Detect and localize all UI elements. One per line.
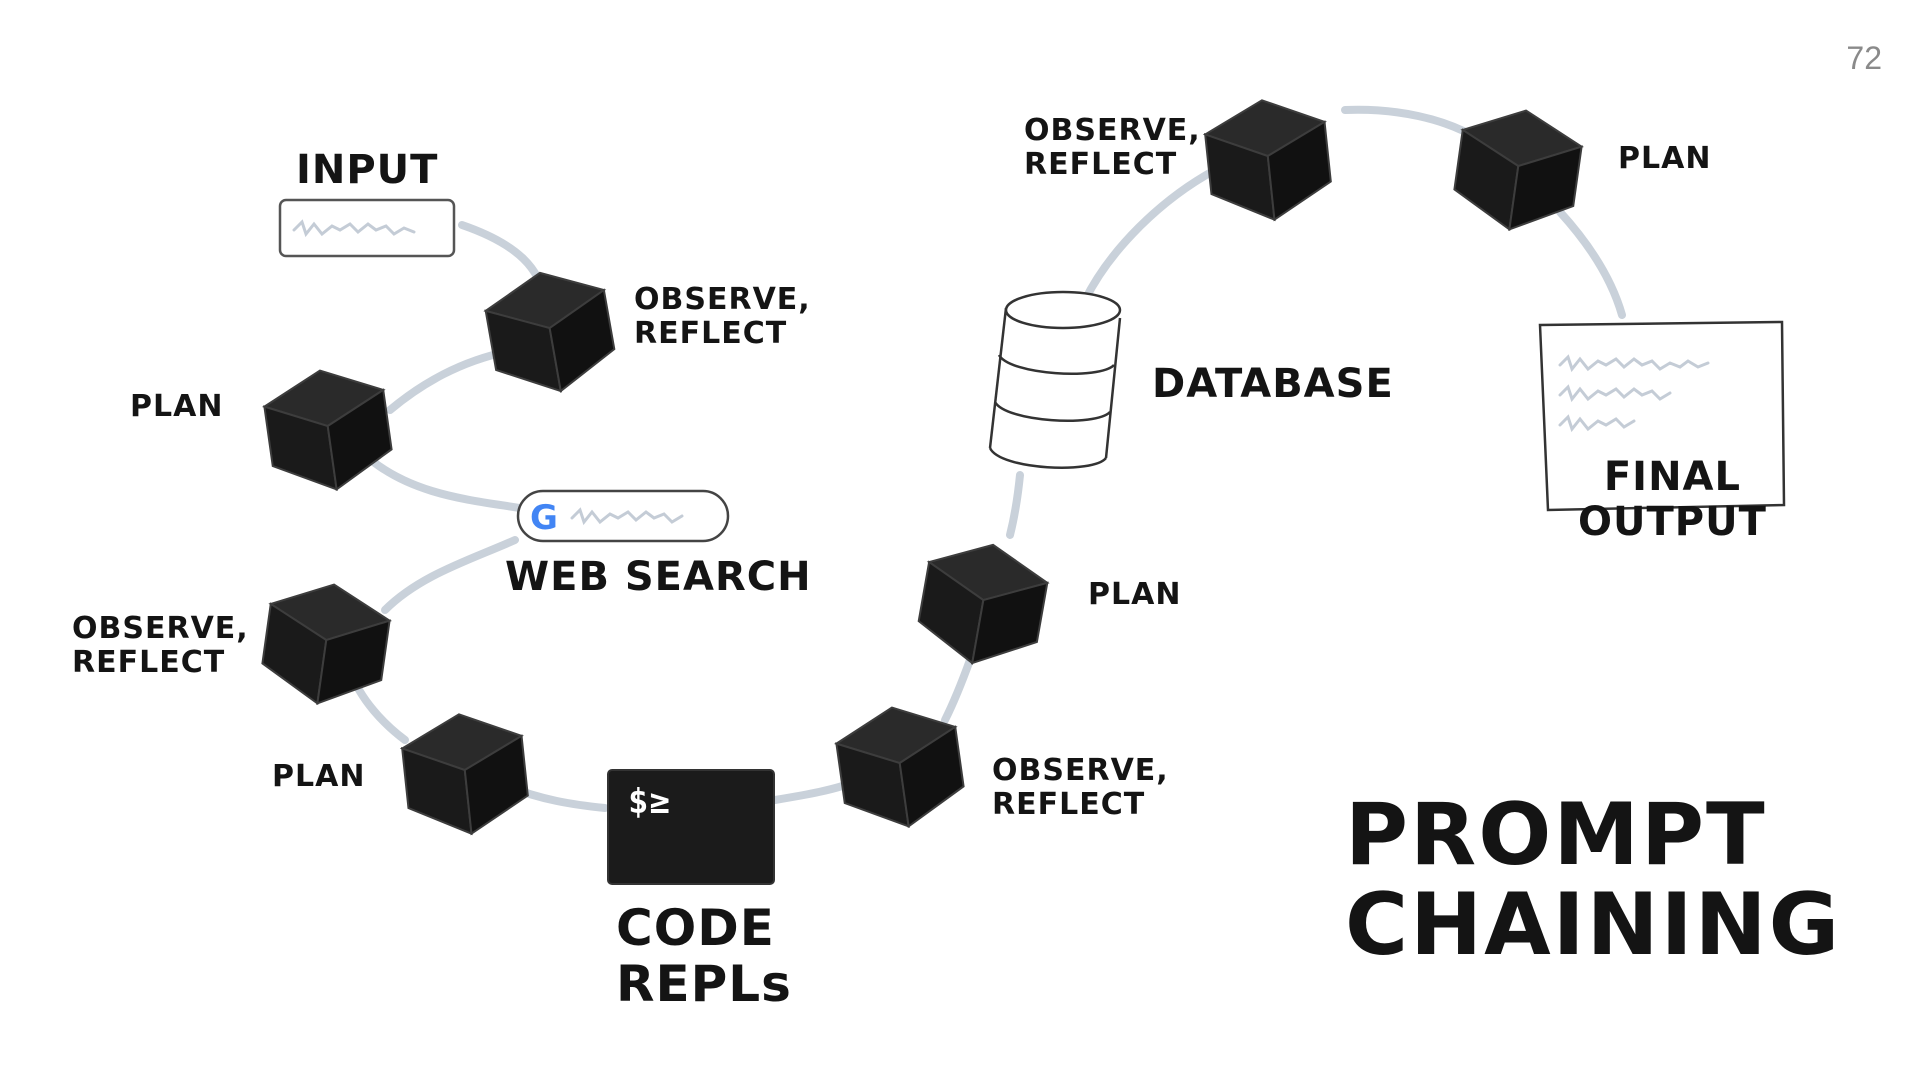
page-number: 72 xyxy=(1846,40,1882,76)
cube-observe-reflect-1 xyxy=(479,261,621,403)
input-box xyxy=(278,198,456,258)
plan-label-4: PLAN xyxy=(1618,141,1712,176)
output-scribble-3 xyxy=(1558,414,1636,433)
final-output-box xyxy=(1538,320,1786,512)
cube-plan-1 xyxy=(259,361,398,499)
search-scribble xyxy=(570,507,684,526)
observe-reflect-label-3: OBSERVE, REFLECT xyxy=(992,753,1169,822)
connector-plan3-to-database xyxy=(1006,471,1024,539)
cube-plan-2 xyxy=(398,707,533,841)
terminal-box xyxy=(607,769,775,885)
plan-label-2: PLAN xyxy=(272,759,366,794)
database-label: DATABASE xyxy=(1152,361,1394,407)
observe-reflect-label-1: OBSERVE, REFLECT xyxy=(634,282,811,351)
plan-label-3: PLAN xyxy=(1088,577,1182,612)
plan-label-1: PLAN xyxy=(130,389,224,424)
connectors xyxy=(346,105,1626,812)
output-scribble-2 xyxy=(1558,384,1672,403)
input-scribble xyxy=(292,219,416,238)
connector-database-to-observe4 xyxy=(1081,166,1219,304)
terminal-prompt: $≥ xyxy=(628,782,671,822)
web-search-box: G xyxy=(516,489,730,543)
final-output-label: FINAL OUTPUT xyxy=(1578,454,1767,545)
google-g-icon: G xyxy=(530,498,558,538)
web-search-label: WEB SEARCH xyxy=(505,554,812,600)
cube-observe-reflect-4 xyxy=(1201,93,1336,227)
connector-plan4-to-output xyxy=(1556,208,1626,319)
observe-reflect-label-4: OBSERVE, REFLECT xyxy=(1024,113,1201,182)
cube-observe-reflect-2 xyxy=(256,575,395,713)
database-cylinder xyxy=(988,290,1122,469)
page-title: PROMPT CHAINING xyxy=(1345,785,1842,976)
output-scribble-1 xyxy=(1558,354,1710,373)
connector-observe4-to-plan4 xyxy=(1341,105,1484,144)
input-label: INPUT xyxy=(296,147,439,193)
connector-websearch-to-observe xyxy=(381,536,519,614)
code-repls-label: CODE REPLs xyxy=(616,899,792,1013)
observe-reflect-label-2: OBSERVE, REFLECT xyxy=(72,611,249,680)
cube-plan-3 xyxy=(912,533,1054,675)
connector-plan-to-websearch xyxy=(361,451,524,512)
connector-observe3-to-plan3 xyxy=(941,656,974,724)
